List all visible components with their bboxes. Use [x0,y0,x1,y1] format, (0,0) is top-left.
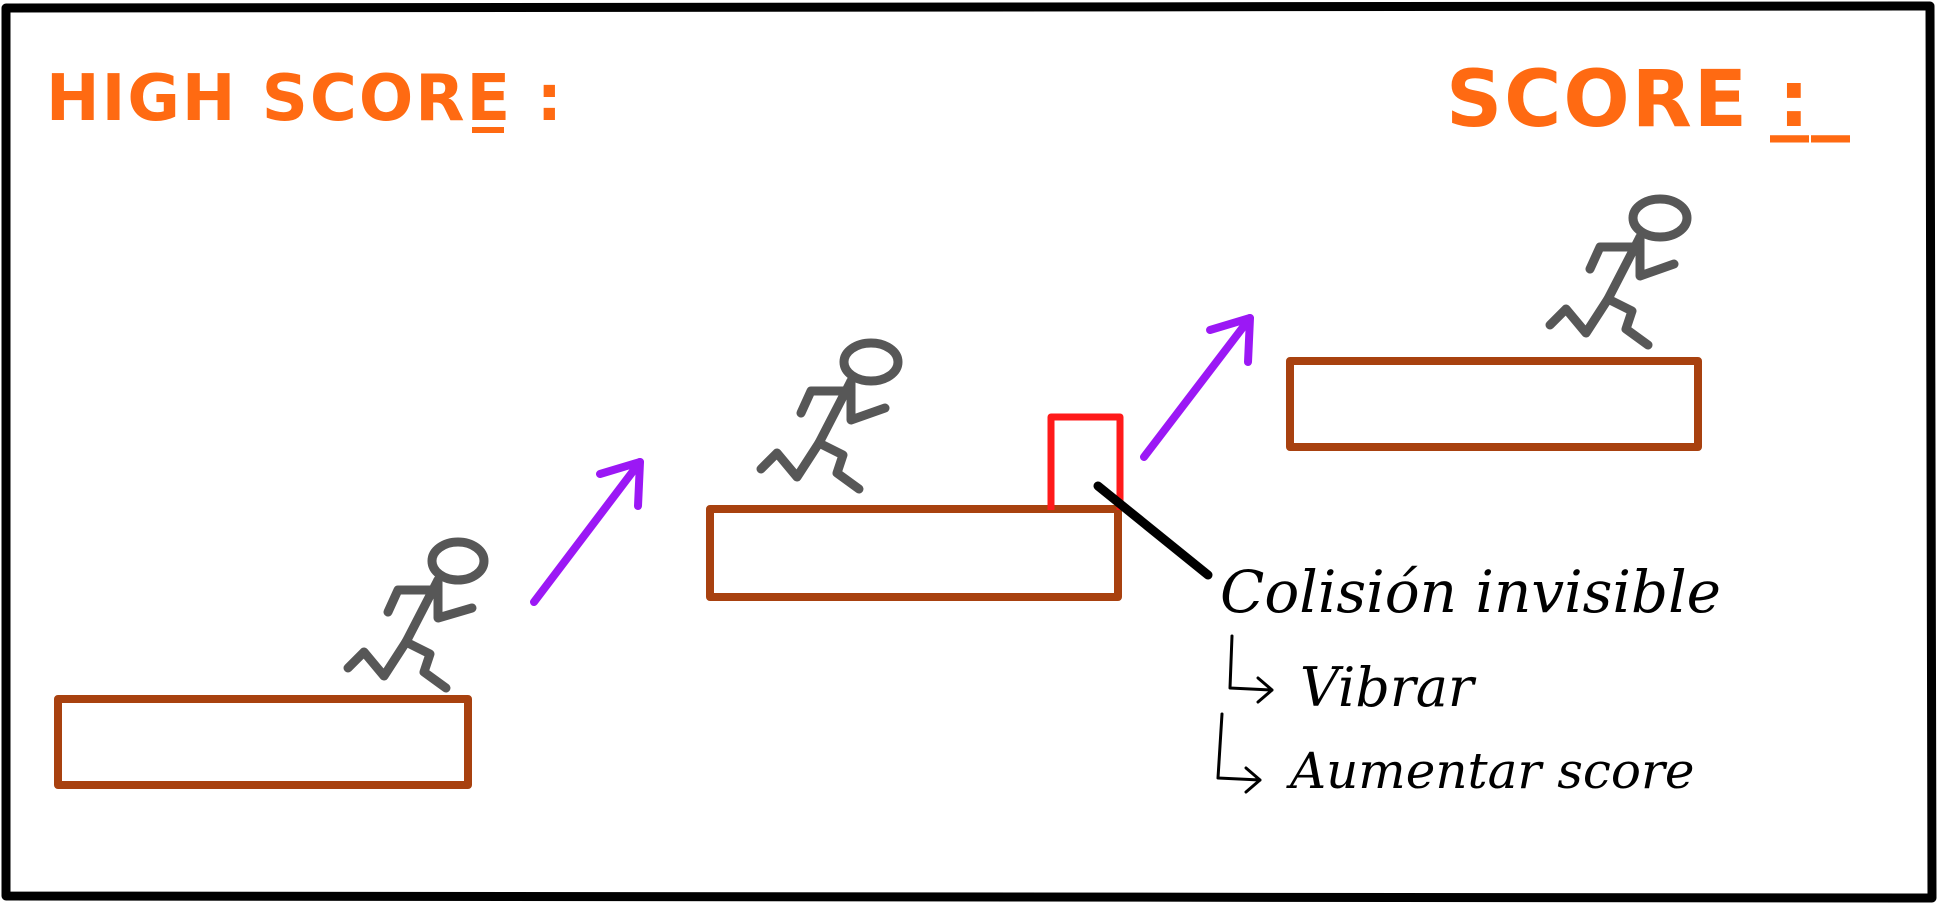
jump-arrow-1 [530,458,644,606]
annotation-title: Colisión invisible [1220,558,1721,626]
score-label: SCORE : [1446,55,1811,145]
platform-2 [706,505,1122,601]
invisible-collider [1047,413,1124,510]
stick-figure-running-icon [343,537,489,693]
score-value: __ [1770,53,1852,143]
sub-arrow-icon [1228,634,1274,704]
annotation-pointer [1093,481,1213,580]
high-score-label: HIGH SCORE : [46,62,564,136]
platform-1 [54,695,472,789]
annotation-item-aumentar-score: Aumentar score [1286,742,1694,800]
high-score-value: _ [472,60,506,134]
stick-figure-running-icon [756,338,903,494]
jump-arrow-2 [1140,314,1254,461]
sub-arrow-icon [1216,712,1262,794]
annotation-item-vibrar: Vibrar [1300,656,1477,719]
stick-figure-running-icon [1545,194,1692,350]
platform-3 [1286,357,1702,451]
